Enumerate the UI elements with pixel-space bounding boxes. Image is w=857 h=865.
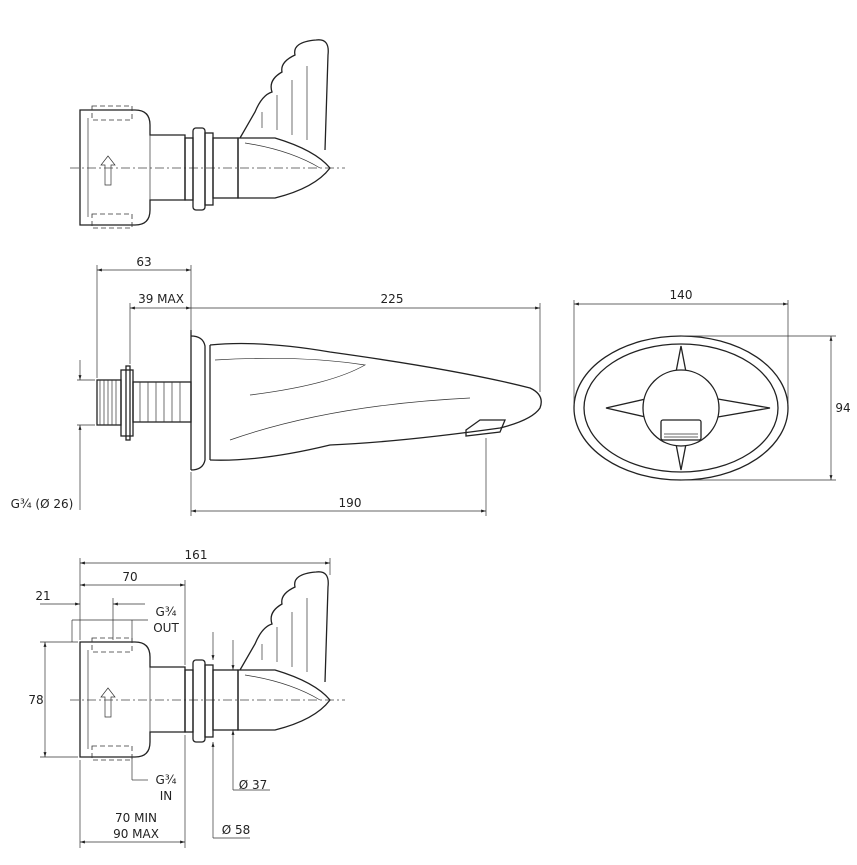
dim-dia-37: Ø 37	[239, 778, 268, 792]
side-elevation-view	[96, 330, 542, 471]
dim-dia-58: Ø 58	[222, 823, 251, 837]
dim-out-label: OUT	[153, 621, 179, 635]
dim-78: 78	[28, 693, 43, 707]
dim-70: 70	[122, 570, 137, 584]
dim-g34-in: G¾	[156, 773, 177, 787]
dim-in-label: IN	[160, 789, 173, 803]
dim-21: 21	[35, 589, 50, 603]
end-view	[573, 335, 789, 481]
dimension-lines	[40, 265, 836, 848]
top-plan-view	[70, 39, 345, 229]
dim-39-max: 39 MAX	[138, 292, 184, 306]
dim-70-min: 70 MIN	[115, 811, 157, 825]
dim-225: 225	[381, 292, 404, 306]
bottom-plan-view	[70, 571, 345, 761]
dim-g34-out: G¾	[156, 605, 177, 619]
dim-190: 190	[339, 496, 362, 510]
dim-thread-g34: G¾ (Ø 26)	[11, 497, 74, 511]
dimension-labels: 63 39 MAX 225 140 94 G¾ (Ø 26) 190 161 7…	[11, 255, 851, 841]
dim-140: 140	[670, 288, 693, 302]
dim-94: 94	[835, 401, 850, 415]
dim-161: 161	[185, 548, 208, 562]
dim-63: 63	[136, 255, 151, 269]
dim-90-max: 90 MAX	[113, 827, 159, 841]
